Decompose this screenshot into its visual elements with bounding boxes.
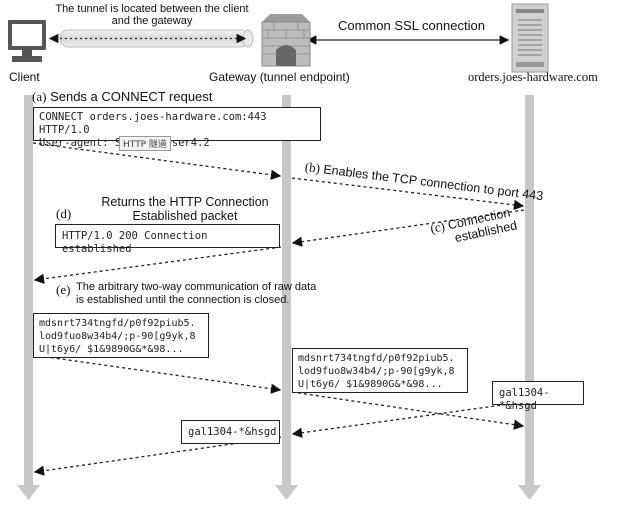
client-label: Client [9,70,40,84]
raw-data-box-gateway: mdsnrt734tngfd/p0f92piub5. lod9fuo8w34b4… [292,348,468,393]
connect-request-box: CONNECT orders.joes-hardware.com:443 HTT… [33,107,321,149]
server-lifeline [518,95,541,500]
step-d-line1: Returns the HTTP Connection [101,195,269,209]
raw-data-line1: mdsnrt734tngfd/p0f92piub5. [39,318,196,329]
step-a-text: Sends a CONNECT request [50,89,213,104]
step-a: (a) Sends a CONNECT request [32,89,212,105]
step-e-line1: The arbitrary two-way communication of r… [76,281,317,293]
raw-data-line1: mdsnrt734tngfd/p0f92piub5. [298,353,455,364]
raw-data-line2: lod9fuo8w34b4/;p-90[g9yk,8 [298,366,455,377]
tunnel-note-line1: The tunnel is located between the client [55,3,249,15]
arrow-tcp-gateway-to-server [291,177,525,211]
client-lifeline [17,95,40,500]
server-label: orders.joes-hardware.com [468,70,598,84]
server-icon [511,3,549,73]
arrow-established-server-to-gateway [291,209,525,247]
arrow-200-gateway-to-client [33,246,282,284]
raw-data-line3: U|t6y6/ $1&9890G&*&98... [298,379,443,390]
tunnel-note-line2: and the gateway [111,15,193,27]
arrow-reply-server-to-gateway [291,401,525,438]
connection-established-box: HTTP/1.0 200 Connection established [55,224,280,255]
tunnel-tube [48,29,254,48]
tunnel-note: The tunnel is located between the client… [52,3,252,27]
raw-data-line2: lod9fuo8w34b4/;p-90[g9yk,8 [39,331,196,342]
http-tunnel-tag: HTTP 隧道 [119,136,171,151]
ssl-connection-label: Common SSL connection [338,18,485,33]
gateway-lifeline [275,95,298,500]
connect-request-line2: User-agent: SuperBrowser4.2 [39,137,210,149]
connect-request-line1: CONNECT orders.joes-hardware.com:443 HTT… [39,111,267,136]
step-d-line2: Established packet [132,209,238,223]
step-e-line2: is established until the connection is c… [76,294,290,306]
step-d-marker: (d) [56,206,72,221]
arrow-raw-client-to-gateway [32,354,282,394]
raw-data-box-client: mdsnrt734tngfd/p0f92piub5. lod9fuo8w34b4… [33,313,209,358]
gateway-building-icon [261,14,311,67]
server-reply-box-server: gal1304-*&hsgd [492,381,584,412]
server-reply-box-gateway: gal1304-*&hsgd [181,420,280,444]
step-a-marker: (a) [32,89,47,104]
step-e-marker: (e) [56,282,71,297]
step-b-marker: (b) [304,159,322,176]
step-d-text: Returns the HTTP Connection Established … [100,195,270,223]
step-e-text: The arbitrary two-way communication of r… [76,281,316,307]
computer-icon [8,20,46,62]
arrow-raw-gateway-to-server [291,391,525,430]
raw-data-line3: U|t6y6/ $1&9890G&*&98... [39,344,184,355]
gateway-label: Gateway (tunnel endpoint) [209,70,350,84]
